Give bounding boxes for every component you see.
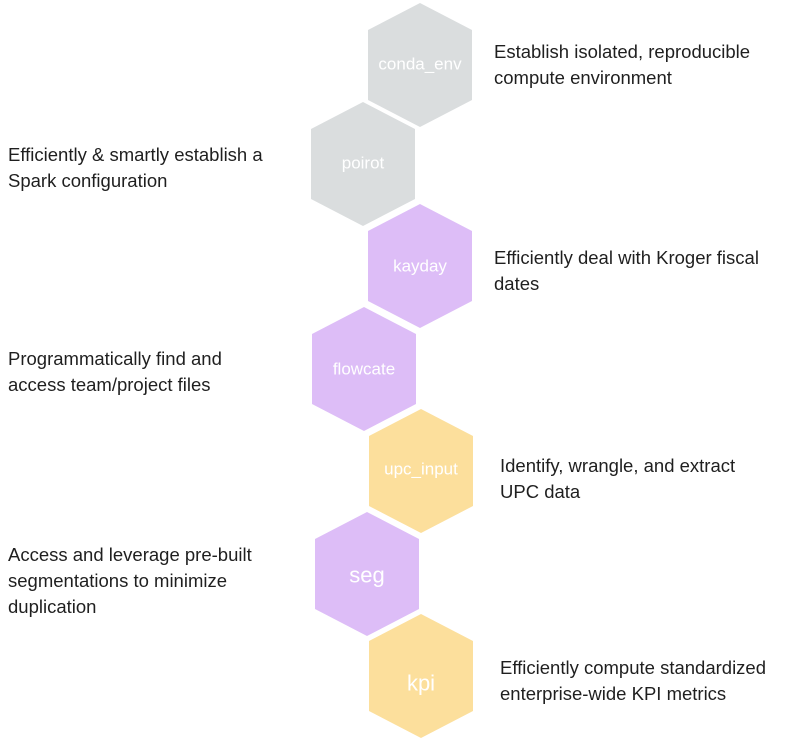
kayday-description: Efficiently deal with Kroger fiscal date… [494, 245, 759, 297]
hexagon-shape [369, 409, 473, 533]
hexagon-label: poirot [342, 154, 385, 173]
description-line: Establish isolated, reproducible [494, 41, 751, 62]
hexagon-label: conda_env [378, 55, 462, 74]
hexagon-flowcate[interactable]: flowcate [312, 307, 416, 431]
flowcate-description: Programmatically find and access team/pr… [8, 346, 222, 398]
hexagon-label: flowcate [333, 360, 395, 379]
description-line: compute environment [494, 67, 672, 88]
hexagon-shape [368, 204, 472, 328]
description-line: segmentations to minimize [8, 570, 228, 591]
description-line: UPC data [500, 481, 581, 502]
poirot-description: Efficiently & smartly establish a Spark … [8, 142, 263, 194]
description-line: enterprise-wide KPI metrics [500, 683, 727, 704]
upc-input-description: Identify, wrangle, and extract UPC data [500, 453, 735, 505]
description-line: Efficiently deal with Kroger fiscal [494, 247, 759, 268]
hexagon-upc-input[interactable]: upc_input [369, 409, 473, 533]
description-line: Spark configuration [8, 170, 168, 191]
description-line: Access and leverage pre-built [8, 544, 252, 565]
description-line: Efficiently compute standardized [500, 657, 767, 678]
hexagon-seg[interactable]: seg [315, 512, 419, 636]
hexagon-label: kpi [407, 671, 435, 696]
description-line: Identify, wrangle, and extract [500, 455, 736, 476]
hexagon-kayday[interactable]: kayday [368, 204, 472, 328]
hexagon-kpi[interactable]: kpi [369, 614, 473, 738]
hexagon-shape [369, 614, 473, 738]
hexagon-shape [311, 102, 415, 226]
description-line: dates [494, 273, 540, 294]
description-line: access team/project files [8, 374, 211, 395]
description-line: Programmatically find and [8, 348, 222, 369]
conda-env-description: Establish isolated, reproducible compute… [494, 39, 750, 91]
hexagon-label: kayday [393, 257, 447, 276]
hexagon-conda-env[interactable]: conda_env [368, 3, 472, 127]
hexagon-label: upc_input [384, 460, 458, 479]
hexagon-shape [368, 3, 472, 127]
hexagon-shape [312, 307, 416, 431]
hexagon-shape [315, 512, 419, 636]
description-line: Efficiently & smartly establish a [8, 144, 263, 165]
hexagon-label: seg [349, 563, 384, 588]
seg-description: Access and leverage pre-built segmentati… [8, 542, 252, 620]
kpi-description: Efficiently compute standardized enterpr… [500, 655, 766, 707]
hexagon-poirot[interactable]: poirot [311, 102, 415, 226]
description-line: duplication [8, 596, 97, 617]
